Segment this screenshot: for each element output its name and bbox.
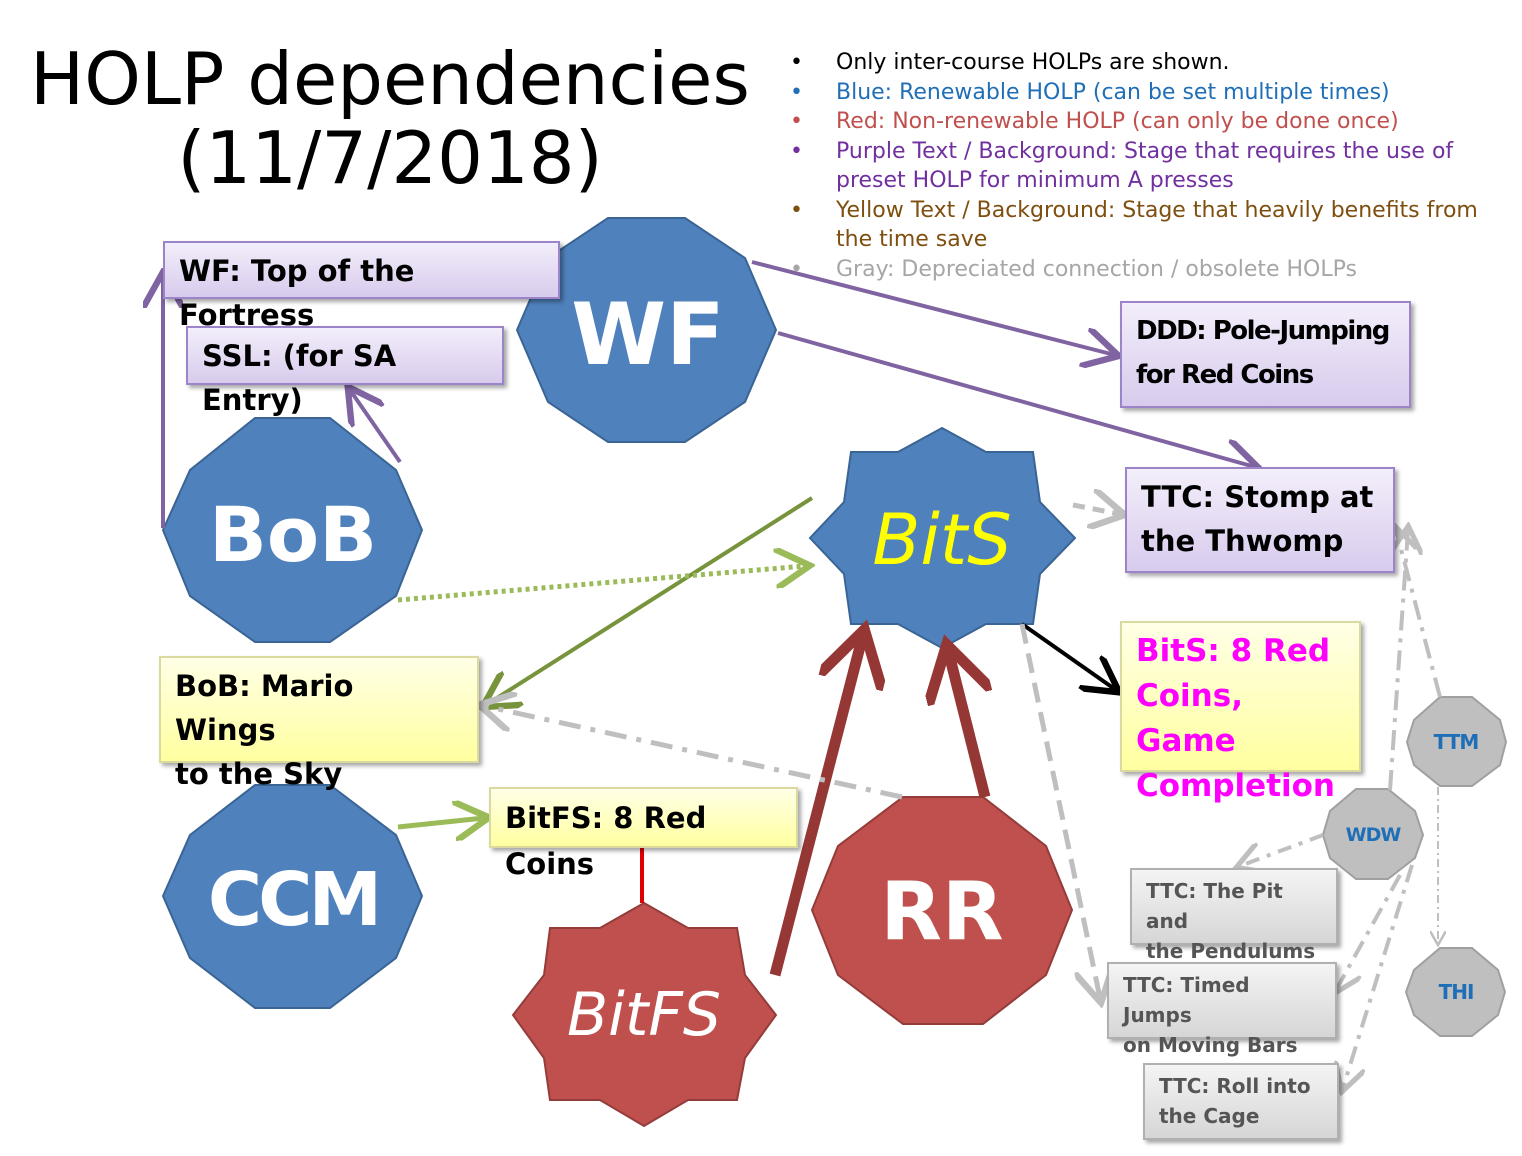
arrow-wf-to-ddd	[751, 260, 1115, 355]
rr-node-shape	[810, 796, 1074, 1025]
box-bits-8-red-coins: BitS: 8 Red Coins, Game Completion	[1120, 621, 1361, 804]
arrow-bob-to-bits-dotted	[397, 566, 805, 603]
box-ttc-pit-pendulums: TTC: The Pit and the Pendulums	[1130, 868, 1338, 963]
wdw-node-shape	[1321, 788, 1425, 880]
box-ssl-sa-entry: SSL: (for SA Entry)	[186, 326, 504, 417]
ccm-node-shape	[161, 784, 424, 1009]
box-bob-wings-line-1: BoB: Mario Wings	[175, 669, 354, 747]
legend-bullet: •	[790, 50, 803, 75]
box-bitfs-8-red-coins: BitFS: 8 Red Coins	[489, 787, 798, 881]
legend-text: Blue: Renewable HOLP (can be set multipl…	[836, 79, 1390, 105]
arrow-ttm-to-ttc-stomp-gray	[1396, 530, 1442, 698]
node-bits: BitS	[872, 499, 1012, 581]
legend-item: • Yellow Text / Background: Stage that h…	[790, 196, 1510, 255]
node-ccm: CCM	[207, 857, 382, 943]
legend-item: • Gray: Depreciated connection / obsolet…	[790, 255, 1510, 285]
arrow-wf-to-ttc-stomp	[777, 331, 1255, 467]
legend-bullet: •	[790, 197, 803, 223]
box-ddd-line-1: DDD: Pole-Jumping	[1136, 316, 1390, 346]
box-ttc-stomp-thwomp: TTC: Stomp at the Thwomp	[1125, 467, 1395, 573]
ttm-node-shape	[1405, 696, 1508, 787]
node-bob: BoB	[208, 490, 378, 579]
arrow-bob-to-ssl	[350, 390, 402, 464]
arrow-wdw-to-ttc-roll-gray	[1343, 864, 1414, 1088]
title-line-1: HOLP dependencies	[30, 37, 750, 121]
legend-item: • Red: Non-renewable HOLP (can only be d…	[790, 107, 1510, 137]
legend: • Only inter-course HOLPs are shown. • B…	[790, 48, 1510, 284]
wf-node-shape	[515, 217, 778, 443]
box-ttc-stomp-line-1: TTC: Stomp at	[1141, 480, 1374, 514]
node-rr: RR	[880, 865, 1004, 958]
box-bits-red-line-2: Coins, Game	[1136, 678, 1243, 759]
legend-bullet: •	[790, 79, 803, 105]
title-line-2: (11/7/2018)	[177, 116, 603, 201]
box-bits-red-line-1: BitS: 8 Red	[1136, 633, 1331, 669]
arrow-wdw-to-ttc-stomp-gray	[1388, 530, 1408, 791]
legend-item: • Blue: Renewable HOLP (can be set multi…	[790, 78, 1510, 108]
legend-text: Gray: Depreciated connection / obsolete …	[836, 256, 1357, 282]
box-bitfs-red-label: BitFS: 8 Red Coins	[505, 801, 707, 881]
legend-text: Only inter-course HOLPs are shown.	[836, 50, 1230, 75]
arrow-ccm-to-bitfs-red	[397, 818, 484, 827]
box-ttc-roll-cage: TTC: Roll into the Cage	[1143, 1063, 1339, 1140]
arrow-wdw-to-ttc-timed-gray	[1336, 874, 1402, 990]
box-ttc-timed-line-1: TTC: Timed Jumps	[1123, 973, 1250, 1027]
box-ttc-pit-line-2: the Pendulums	[1146, 939, 1316, 963]
page-title: HOLP dependencies (11/7/2018)	[30, 37, 750, 201]
box-ddd-pole-jumping: DDD: Pole-Jumping for Red Coins	[1120, 301, 1411, 408]
thi-node-shape	[1404, 947, 1507, 1037]
box-ttc-roll-line-2: the Cage	[1159, 1104, 1260, 1128]
node-bitfs: BitFS	[567, 980, 721, 1050]
box-ttc-stomp-line-2: the Thwomp	[1141, 524, 1344, 558]
box-ttc-timed-jumps: TTC: Timed Jumps on Moving Bars	[1107, 962, 1337, 1057]
arrow-bitfs-to-bits	[769, 635, 863, 977]
node-thi: THI	[1438, 980, 1475, 1004]
arrow-bits-to-ttc-stomp-gray	[1072, 505, 1120, 514]
box-ssl-sa-entry-label: SSL: (for SA Entry)	[202, 339, 397, 417]
legend-text: Red: Non-renewable HOLP (can only be don…	[836, 109, 1399, 134]
arrow-rr-to-bits	[948, 650, 985, 799]
node-ttm: TTM	[1433, 730, 1480, 754]
box-bob-mario-wings: BoB: Mario Wings to the Sky	[159, 656, 479, 791]
arrow-bits-to-bits-red	[1020, 622, 1116, 690]
box-wf-top-of-fortress: WF: Top of the Fortress	[163, 241, 560, 332]
legend-item: • Only inter-course HOLPs are shown.	[790, 48, 1510, 78]
legend-text: Purple Text / Background: Stage that req…	[836, 138, 1454, 194]
box-bits-red-line-3: Completion	[1136, 768, 1336, 804]
box-bob-wings-line-2: to the Sky	[175, 757, 343, 791]
legend-item: • Purple Text / Background: Stage that r…	[790, 137, 1510, 196]
box-ddd-line-2: for Red Coins	[1136, 360, 1314, 390]
arrow-wdw-to-ttc-pit-gray	[1240, 833, 1324, 866]
node-wdw: WDW	[1345, 824, 1402, 846]
legend-bullet: •	[790, 256, 803, 282]
node-wf: WF	[571, 285, 725, 385]
bob-node-shape	[161, 417, 424, 643]
box-ttc-roll-line-1: TTC: Roll into	[1159, 1074, 1311, 1098]
arrow-bits-to-ttc-timed-gray	[1019, 623, 1100, 998]
box-ttc-timed-line-2: on Moving Bars	[1123, 1033, 1298, 1057]
box-ttc-pit-line-1: TTC: The Pit and	[1146, 879, 1283, 933]
bitfs-node-shape	[511, 901, 778, 1128]
legend-text: Yellow Text / Background: Stage that hea…	[836, 197, 1478, 253]
legend-bullet: •	[790, 138, 803, 164]
legend-bullet: •	[790, 109, 803, 134]
arrow-bits-to-bob-wings	[486, 496, 814, 705]
